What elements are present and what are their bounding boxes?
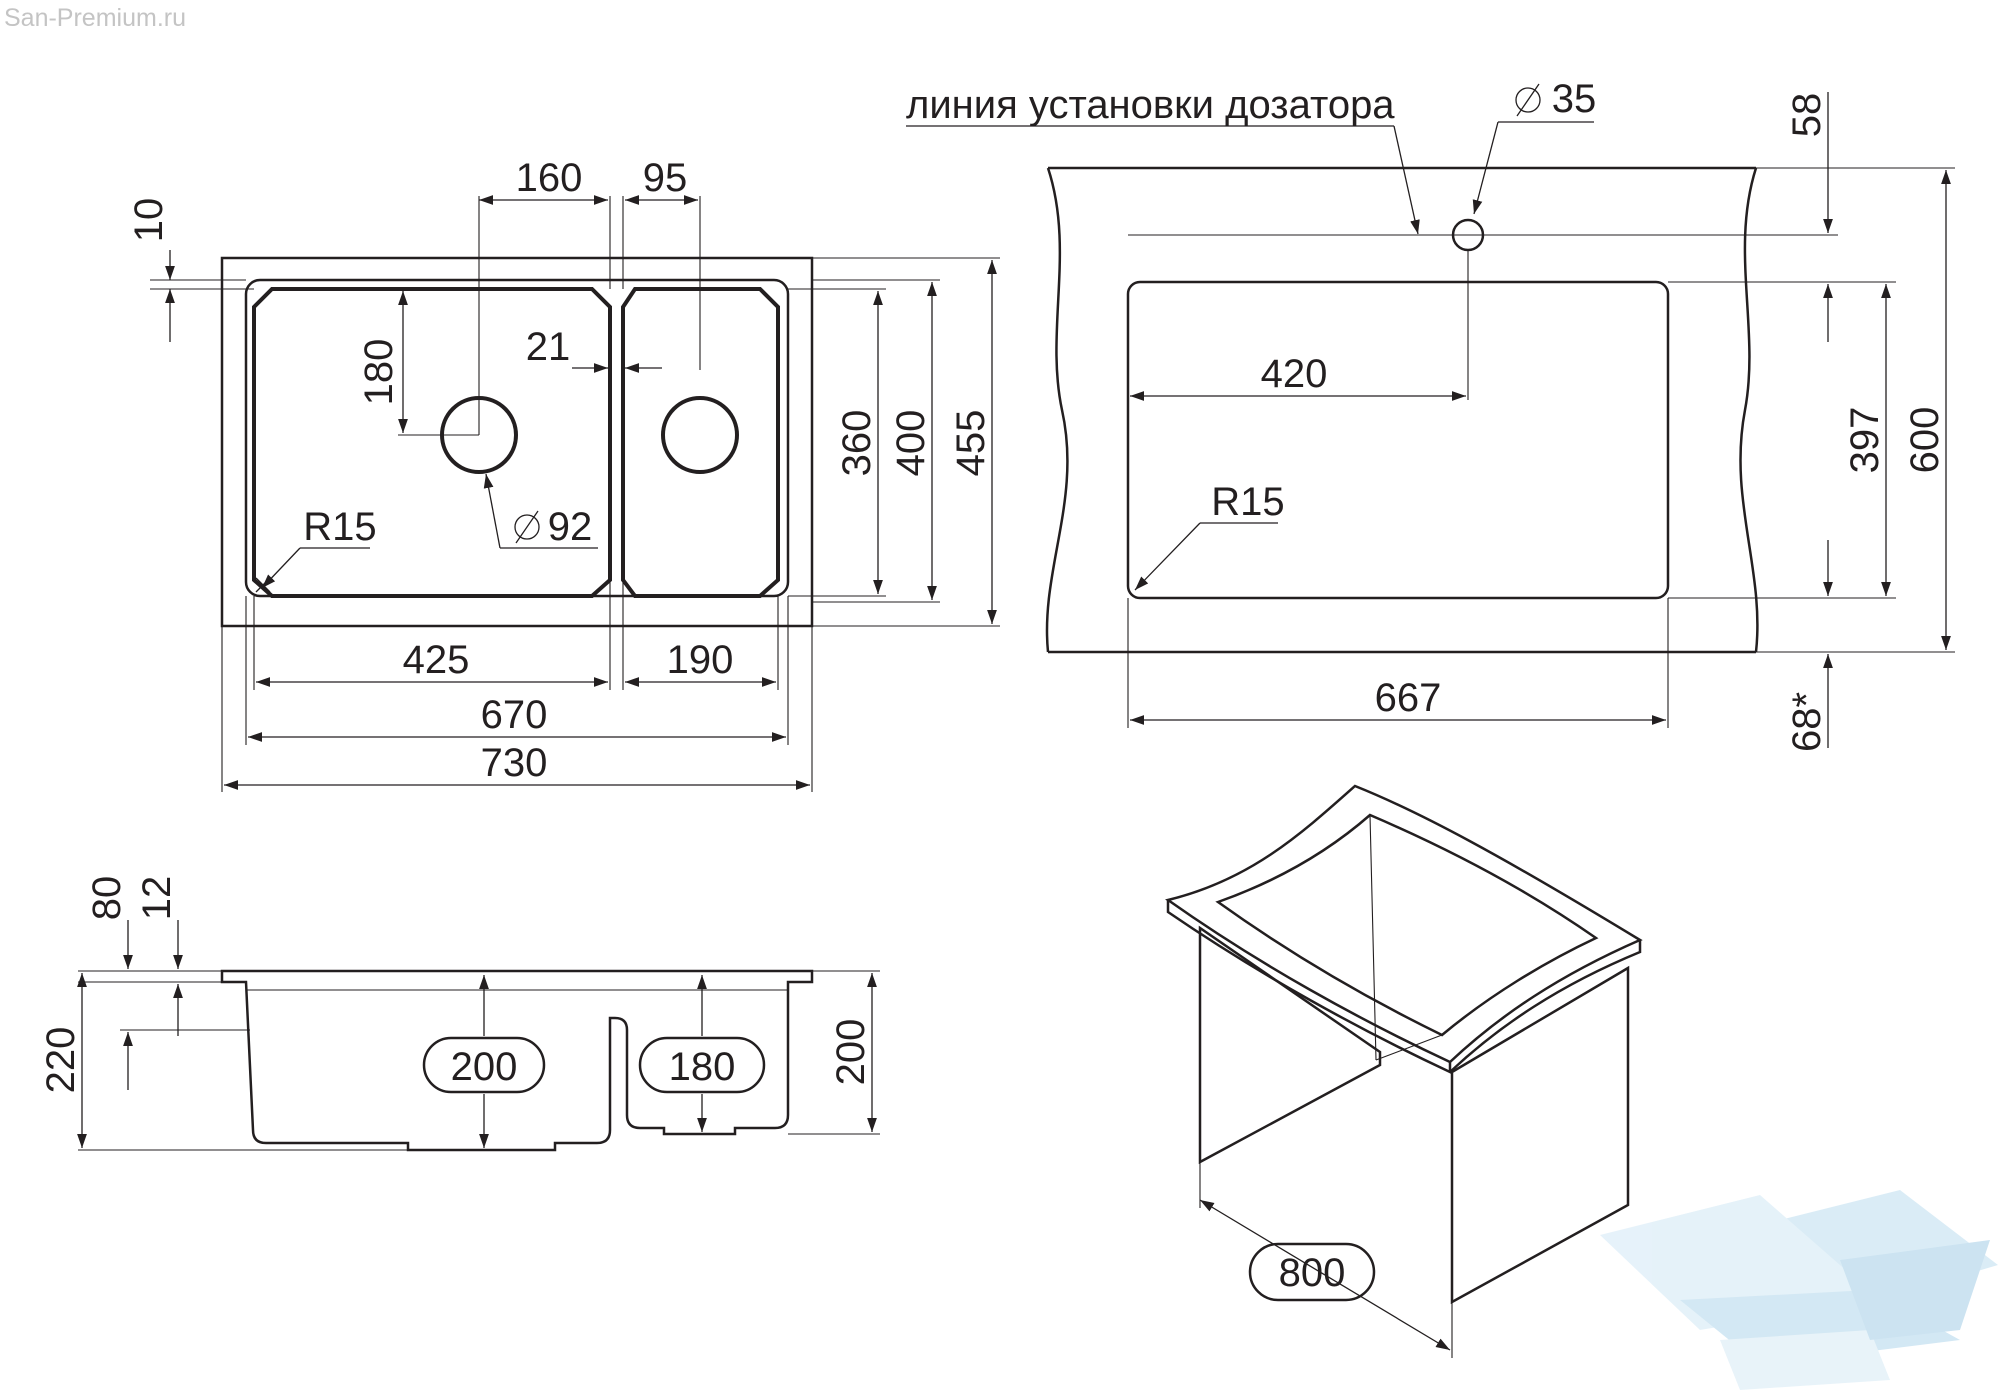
dim-600: 600	[1903, 407, 1947, 474]
outer-rim	[220, 256, 814, 628]
dim-10: 10	[127, 198, 171, 243]
iso-view: 800	[1165, 784, 1643, 1358]
cutout-iso	[1215, 813, 1599, 1037]
dim-730: 730	[481, 741, 548, 785]
dim-95: 95	[643, 156, 688, 200]
dim-397: 397	[1843, 407, 1887, 474]
dim-425: 425	[403, 638, 470, 682]
dim-400: 400	[889, 410, 933, 477]
large-bowl	[252, 287, 612, 598]
side-view: 200 180 80 12 220 200	[39, 876, 880, 1152]
dim-190: 190	[667, 638, 734, 682]
dim-360: 360	[835, 410, 879, 477]
dim-160: 160	[516, 156, 583, 200]
cabinet-left-panel	[1198, 925, 1382, 1165]
watermark-text: San-Premium.ru	[4, 4, 186, 32]
dim-200-right: 200	[829, 1019, 873, 1086]
label-d35: 35	[1552, 77, 1597, 121]
dim-220: 220	[39, 1027, 83, 1094]
install-view: линия установки дозатора 35 420 R15 667 …	[906, 77, 1955, 752]
dim-200-left: 200	[451, 1045, 518, 1089]
small-bowl	[621, 287, 780, 598]
top-view: 10 160 95 180 21 360 400 455 R15	[127, 156, 1000, 792]
label-r15-install: R15	[1211, 480, 1284, 524]
depth-pill-800	[1248, 1242, 1376, 1302]
dim-80: 80	[85, 876, 129, 921]
dim-12: 12	[135, 876, 179, 921]
depth-pill-180	[638, 1036, 766, 1094]
dim-420: 420	[1261, 352, 1328, 396]
dim-180: 180	[357, 339, 401, 406]
cabinet-right-panel	[1450, 965, 1630, 1305]
dim-800: 800	[1279, 1251, 1346, 1295]
brand-logo-watermark	[1600, 1190, 1998, 1390]
dim-455: 455	[949, 410, 993, 477]
dim-68: 68*	[1785, 692, 1829, 752]
sink-profile	[220, 969, 814, 1152]
dim-667: 667	[1375, 676, 1442, 720]
dim-670: 670	[481, 693, 548, 737]
dim-180-right: 180	[669, 1045, 736, 1089]
label-dispenser-line: линия установки дозатора	[906, 83, 1395, 127]
diameter-symbol-icon	[1515, 87, 1541, 113]
diameter-symbol-icon	[514, 514, 540, 540]
label-r15-top: R15	[303, 505, 376, 549]
label-d92: 92	[548, 505, 593, 549]
depth-pill-200	[422, 1036, 546, 1094]
countertop-top	[1165, 784, 1643, 1064]
dim-21: 21	[526, 325, 571, 369]
dim-58: 58	[1785, 93, 1829, 138]
cutout	[1126, 280, 1670, 600]
small-drain	[661, 396, 739, 474]
